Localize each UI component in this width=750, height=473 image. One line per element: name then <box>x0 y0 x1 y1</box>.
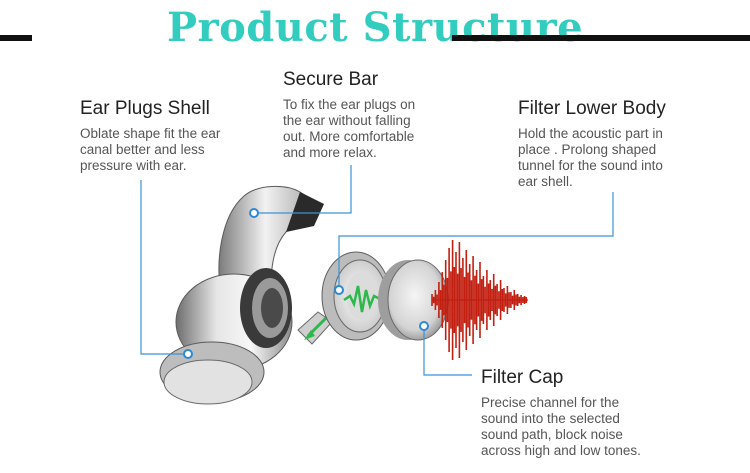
secure-bar-line: To fix the ear plugs on <box>283 97 416 112</box>
filter-cap-line: Precise channel for the <box>481 395 620 410</box>
label-filter-lower-body: Filter Lower Body Hold the acoustic part… <box>518 98 718 190</box>
label-filter-cap: Filter Cap Precise channel for the sound… <box>481 367 696 459</box>
filter-lower-body <box>321 251 391 341</box>
filter-lower-desc: Hold the acoustic part in place . Prolon… <box>518 126 718 190</box>
leader-filter-cap <box>423 326 472 376</box>
shell-line: canal better and less <box>80 142 205 157</box>
filter-cap-line: sound path, block noise <box>481 427 623 442</box>
shell-line: Oblate shape fit the ear <box>80 126 221 141</box>
dot-secure-bar <box>249 208 259 218</box>
ear-plug-shell <box>159 186 324 405</box>
filter-lower-heading: Filter Lower Body <box>518 98 666 119</box>
page-title: Product Structure <box>166 4 584 51</box>
dot-filter-cap <box>419 321 429 331</box>
filter-cap-line: across high and low tones. <box>481 443 641 458</box>
shell-desc: Oblate shape fit the ear canal better an… <box>80 126 280 174</box>
filter-cap-desc: Precise channel for the sound into the s… <box>481 395 696 459</box>
filter-lower-line: Hold the acoustic part in <box>518 126 663 141</box>
dot-filter-lower <box>334 285 344 295</box>
leader-lines <box>140 165 614 376</box>
secure-bar-heading: Secure Bar <box>283 69 379 90</box>
title-bar-right <box>452 35 750 41</box>
leader-shell <box>140 180 188 355</box>
leader-filter-lower <box>338 192 614 290</box>
secure-bar-line: the ear without falling <box>283 113 411 128</box>
filter-lower-line: place . Prolong shaped <box>518 142 657 157</box>
label-ear-plugs-shell: Ear Plugs Shell Oblate shape fit the ear… <box>80 98 280 174</box>
shell-heading: Ear Plugs Shell <box>80 98 210 119</box>
secure-bar-line: out. More comfortable <box>283 129 415 144</box>
shell-line: pressure with ear. <box>80 158 187 173</box>
secure-bar-line: and more relax. <box>283 145 377 160</box>
filter-cap-heading: Filter Cap <box>481 367 564 388</box>
secure-bar-desc: To fix the ear plugs on the ear without … <box>283 97 473 161</box>
label-secure-bar: Secure Bar To fix the ear plugs on the e… <box>283 69 473 161</box>
leader-secure-bar <box>254 165 352 214</box>
filter-lower-line: ear shell. <box>518 174 573 189</box>
sound-wave <box>431 240 528 360</box>
dot-shell <box>183 349 193 359</box>
title-bar-left <box>0 35 32 41</box>
filter-lower-line: tunnel for the sound into <box>518 158 663 173</box>
leader-dots <box>183 208 429 359</box>
filter-cap-line: sound into the selected <box>481 411 620 426</box>
